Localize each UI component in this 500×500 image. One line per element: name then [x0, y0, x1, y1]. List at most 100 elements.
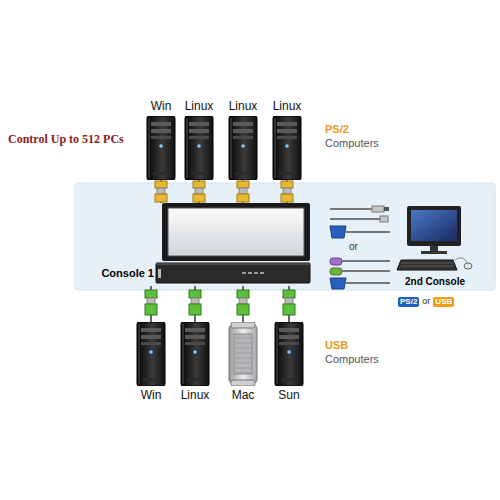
usb-adapters-part	[145, 290, 157, 315]
computer-tower-part	[141, 342, 161, 345]
computer-icon	[145, 116, 177, 180]
ps2-adapters-part-part	[237, 194, 249, 202]
ps2-adapters-part-part	[237, 181, 249, 188]
computer-tower-part	[235, 363, 251, 364]
ps2-adapters-part-part	[195, 188, 203, 194]
ps2-computer: Linux	[224, 98, 262, 180]
interface-badge: PS/2	[398, 297, 419, 307]
node-label: Sun	[278, 388, 299, 402]
computer-icon	[227, 322, 259, 386]
computer-tower-part	[279, 335, 299, 339]
computer-tower-part	[277, 324, 278, 384]
computer-icon	[183, 116, 215, 180]
console-set	[397, 206, 472, 270]
computer-tower	[185, 116, 213, 180]
computer-tower-part	[183, 324, 184, 384]
ps2-cable-set-part	[342, 260, 390, 262]
computer-tower-part	[277, 129, 297, 133]
node-label: Win	[151, 99, 172, 113]
computer-tower-part	[185, 335, 205, 339]
kvm-console-unit-part	[162, 203, 310, 261]
ps2-adapters-part-part	[281, 194, 293, 202]
computer-tower-part	[235, 353, 251, 354]
usb-adapters-part-part	[237, 304, 249, 315]
usb-computer: Sun	[270, 322, 308, 404]
node-label: Linux	[185, 99, 214, 113]
ps2-adapters	[155, 181, 293, 202]
ps2-adapters-part	[281, 181, 293, 202]
ps2-adapters-part-part	[193, 194, 205, 202]
ps2-adapters-part-part	[283, 188, 291, 194]
computer-tower-part	[285, 144, 289, 148]
computer-tower-part	[235, 368, 251, 369]
computer-tower-part	[279, 328, 299, 332]
console-icon	[393, 204, 477, 274]
ps2-cable-set-part	[330, 278, 346, 289]
kvm-console-unit-part	[158, 269, 161, 278]
kvm-console-unit	[156, 203, 310, 283]
group-label: Computers	[325, 137, 379, 150]
computer-tower-part	[241, 144, 245, 148]
computer-tower-part	[277, 136, 297, 139]
usb-adapters-part	[283, 290, 295, 315]
option-word: or	[422, 296, 430, 307]
usb-adapters-part-part	[285, 298, 293, 304]
usb-cable-set-part	[380, 216, 388, 222]
node-label: 2nd Console	[405, 276, 465, 288]
computer-icon	[271, 116, 303, 180]
computer-tower-part	[231, 322, 255, 328]
node-label: Console 1	[101, 267, 154, 280]
computer-tower-part	[235, 373, 251, 374]
console-set-part	[407, 206, 461, 246]
computer-tower	[229, 322, 257, 386]
usb-adapters-part-part	[145, 290, 157, 298]
kvm-switch: Console 1	[92, 203, 312, 286]
usb-adapters-part-part	[189, 290, 201, 298]
computer-tower-part	[185, 342, 205, 345]
computer-tower	[229, 116, 257, 180]
computer-tower-part	[235, 343, 251, 344]
computer-tower-part	[141, 335, 161, 339]
computer-tower-part	[233, 122, 253, 126]
usb-cable-set-part	[372, 206, 384, 212]
ps2-adapters-part	[193, 181, 205, 202]
computer-tower-part	[185, 328, 205, 332]
node-label: Win	[141, 388, 162, 402]
computer-tower	[273, 116, 301, 180]
computer-tower-part	[233, 129, 253, 133]
usb-adapters-part-part	[147, 298, 155, 304]
computer-tower-part	[235, 172, 251, 175]
usb-computer: Linux	[176, 322, 214, 404]
usb-computer: Mac	[224, 322, 262, 404]
computer-tower	[275, 322, 303, 386]
computer-icon	[179, 322, 211, 386]
computer-tower-part	[141, 328, 161, 332]
option-word: or	[349, 241, 358, 253]
computer-tower-part	[189, 122, 209, 126]
usb-cable-set-part	[330, 208, 372, 210]
ps2-cable-set-part	[342, 270, 390, 272]
computer-tower-part	[231, 118, 232, 178]
computer-tower	[137, 322, 165, 386]
console-set-part	[464, 263, 472, 269]
computer-tower-part	[279, 342, 299, 345]
computer-tower-part	[235, 348, 251, 349]
console-set-part	[421, 251, 447, 254]
computer-tower-part	[193, 350, 197, 354]
computer-tower-part	[197, 144, 201, 148]
computer-icon	[227, 116, 259, 180]
computer-tower-part	[275, 322, 303, 386]
computer-tower-part	[187, 118, 188, 178]
computer-tower-part	[151, 129, 171, 133]
computer-tower-part	[277, 122, 297, 126]
node-label: Mac	[232, 388, 255, 402]
ps2-adapters-part-part	[155, 181, 167, 188]
ps2-adapters-part-part	[157, 188, 165, 194]
computer-tower-part	[149, 118, 150, 178]
computer-tower-part	[273, 116, 301, 180]
computer-tower-part	[231, 380, 255, 386]
computer-icon	[135, 322, 167, 386]
ps2-cable-set-part	[330, 268, 342, 275]
kvm-console-unit-part	[156, 264, 310, 265]
usb-adapters-part-part	[283, 304, 295, 315]
